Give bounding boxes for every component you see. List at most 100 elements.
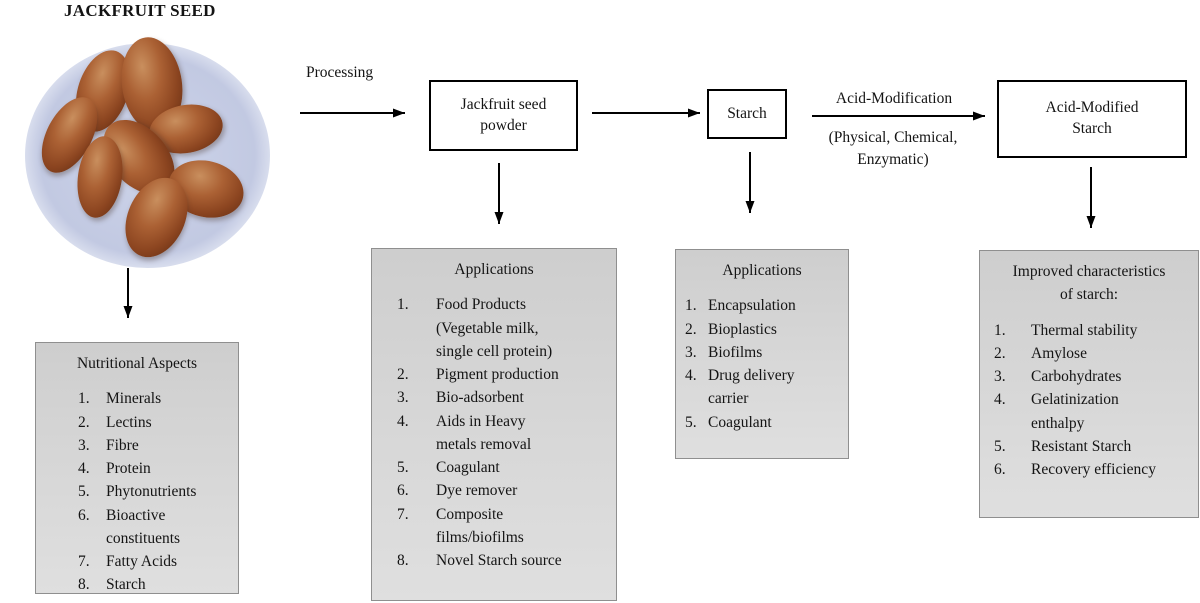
list-item-number: 7. — [78, 553, 90, 570]
nutritional-aspects-list: 1. Minerals 2. Lectins 3. Fibre 4.Protein 5. Phy… — [36, 387, 238, 596]
list-item: 3. Fibre — [36, 434, 238, 457]
list-item: 6. Bioactive constituents — [36, 504, 238, 551]
list-item: 4.Protein — [36, 457, 238, 480]
list-item: 1. Encapsulation — [676, 294, 848, 317]
list-item: 3. Carbohydrates — [980, 365, 1198, 388]
list-item-text: Starch — [106, 576, 146, 594]
list-item: 4. Drug delivery carrier — [676, 364, 848, 411]
list-item-text: Food Products (Vegetable milk, single ce… — [436, 296, 553, 360]
powder-applications-box: Applications 1. Food Products (Vegetable … — [371, 248, 617, 601]
list-item-text: Thermal stability — [1031, 321, 1138, 339]
list-item-text: Phytonutrients — [106, 483, 197, 501]
list-item-number: 6. — [397, 482, 409, 500]
list-item: 3. Biofilms — [676, 341, 848, 364]
list-item-text: Recovery efficiency — [1031, 461, 1156, 478]
list-item-number: 4. — [994, 391, 1006, 409]
list-item-number: 3. — [78, 436, 90, 454]
powder-applications-list: 1. Food Products (Vegetable milk, single … — [372, 293, 616, 572]
list-item-text: Dye remover — [436, 482, 518, 500]
list-item-text: Minerals — [106, 390, 162, 408]
starch-applications-title: Applications — [722, 262, 802, 279]
list-item-number: 2. — [397, 366, 409, 383]
list-item: 1. Food Products (Vegetable milk, single … — [372, 293, 616, 363]
page-title: JACKFRUIT SEED — [64, 1, 216, 20]
nutritional-aspects-box: Nutritional Aspects 1. Minerals 2. Lectins 3… — [35, 342, 239, 594]
jackfruit-seeds-photo — [25, 33, 270, 268]
list-item-number: 2. — [78, 413, 90, 431]
list-item: 2. Lectins — [36, 411, 238, 434]
list-item: 5. Coagulant — [676, 411, 848, 434]
list-item: 8. Novel Starch source — [372, 549, 616, 572]
acid-modification-methods-label: (Physical, Chemical, Enzymatic) — [828, 129, 958, 169]
list-item-number: 2. — [685, 320, 697, 338]
list-item: 6. Recovery efficiency — [980, 458, 1198, 481]
list-item: 7. Fatty Acids — [36, 550, 238, 573]
list-item: 6. Dye remover — [372, 479, 616, 502]
list-item: 5. Phytonutrients — [36, 480, 238, 503]
list-item-number: 4. — [397, 412, 409, 430]
list-item-text: Fatty Acids — [106, 553, 178, 570]
list-item-number: 6. — [78, 506, 90, 524]
jackfruit-seed-powder-label: Jackfruit seed powder — [460, 95, 547, 134]
list-item: 1. Thermal stability — [980, 319, 1198, 342]
improved-characteristics-box: Improved characteristics of starch: 1. Th… — [979, 250, 1199, 518]
list-item-text: Lectins — [106, 413, 152, 431]
list-item-text: Bioactive constituents — [106, 506, 181, 547]
list-item-text: Encapsulation — [708, 297, 796, 315]
starch-box: Starch — [707, 89, 787, 139]
list-item: 7. Composite films/biofilms — [372, 503, 616, 550]
powder-applications-title: Applications — [454, 261, 534, 278]
improved-characteristics-list: 1. Thermal stability 2.Amylose 3. Carbohydra… — [980, 319, 1198, 482]
list-item-number: 3. — [397, 389, 409, 407]
list-item-number: 1. — [685, 297, 697, 315]
list-item-text: Carbohydrates — [1031, 368, 1122, 385]
starch-applications-list: 1. Encapsulation 2. Bioplastics 3. Biofilms 4.… — [676, 294, 848, 434]
list-item-text: Bioplastics — [708, 320, 777, 338]
list-item-number: 5. — [397, 459, 409, 476]
list-item: 2. Pigment production — [372, 363, 616, 386]
list-item: 4. Aids in Heavy metals removal — [372, 410, 616, 457]
list-item: 8.Starch — [36, 573, 238, 596]
list-item-text: Protein — [106, 460, 151, 477]
list-item-text: Coagulant — [436, 459, 500, 476]
list-item: 2. Bioplastics — [676, 318, 848, 341]
list-item-number: 1. — [78, 390, 90, 408]
list-item-text: Fibre — [106, 436, 139, 454]
list-item: 4. Gelatinization enthalpy — [980, 388, 1198, 435]
jackfruit-seed-powder-box: Jackfruit seed powder — [429, 80, 578, 151]
processing-label: Processing — [306, 64, 374, 81]
list-item: 1. Minerals — [36, 387, 238, 410]
list-item-number: 5. — [685, 413, 697, 431]
list-item-text: Drug delivery carrier — [708, 367, 795, 408]
starch-label: Starch — [727, 104, 767, 122]
list-item-text: Biofilms — [708, 343, 763, 361]
list-item-text: Coagulant — [708, 413, 772, 431]
list-item-number: 5. — [78, 483, 90, 501]
list-item-number: 1. — [994, 321, 1006, 339]
list-item-number: 5. — [994, 437, 1006, 455]
acid-modified-starch-box: Acid-Modified Starch — [997, 80, 1187, 158]
list-item-number: 6. — [994, 461, 1006, 478]
list-item-number: 8. — [397, 552, 409, 569]
nutritional-aspects-title: Nutritional Aspects — [76, 355, 198, 372]
list-item-number: 3. — [994, 368, 1006, 385]
list-item: 5. Coagulant — [372, 456, 616, 479]
list-item: 3. Bio-adsorbent — [372, 386, 616, 409]
acid-modified-starch-label: Acid-Modified Starch — [1045, 99, 1139, 137]
list-item-text: Aids in Heavy metals removal — [436, 412, 532, 453]
list-item-text: Novel Starch source — [436, 552, 562, 569]
list-item-text: Amylose — [1031, 344, 1087, 362]
list-item-number: 1. — [397, 296, 409, 314]
improved-characteristics-title: Improved characteristics of starch: — [1012, 263, 1166, 304]
list-item: 2.Amylose — [980, 342, 1198, 365]
list-item-number: 3. — [685, 343, 697, 361]
list-item-text: Pigment production — [436, 366, 559, 383]
list-item-text: Resistant Starch — [1031, 437, 1132, 455]
list-item-text: Gelatinization enthalpy — [1031, 391, 1119, 432]
list-item-text: Bio-adsorbent — [436, 389, 524, 407]
starch-applications-box: Applications 1. Encapsulation 2. Bioplastic… — [675, 249, 849, 459]
list-item-number: 4. — [685, 367, 697, 384]
list-item-number: 7. — [397, 505, 409, 523]
list-item-text: Composite films/biofilms — [436, 505, 524, 546]
